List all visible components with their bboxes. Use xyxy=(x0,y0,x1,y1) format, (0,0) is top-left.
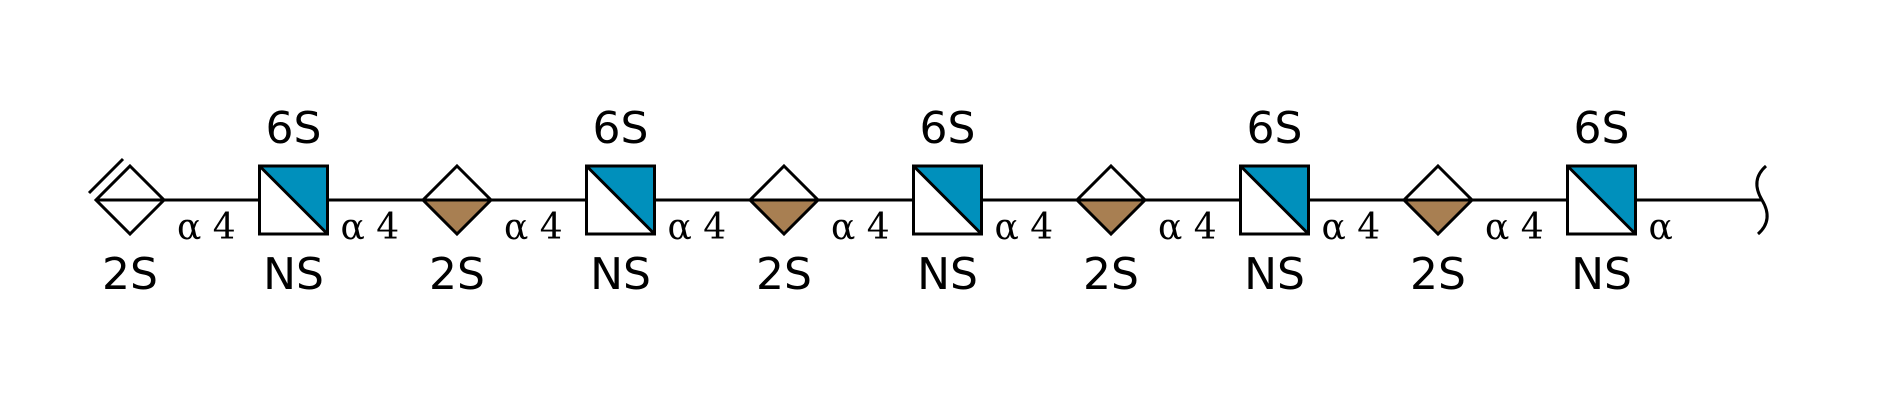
residue-labels: 2S 6S NS 2S 6S NS 2S 6S NS 2S 6S NS 2S 6S NS α 4 α 4 α 4 α… xyxy=(102,103,1673,300)
residue-top-label: 6S xyxy=(1247,103,1303,154)
residue-bottom-label: 2S xyxy=(1083,249,1139,300)
linkage-label: α 4 xyxy=(1322,207,1381,248)
linkage-label: α 4 xyxy=(177,207,236,248)
residue-bottom-label: NS xyxy=(1571,249,1632,300)
half-filled-square-icon xyxy=(585,164,656,236)
half-filled-square-icon xyxy=(912,164,983,236)
half-filled-diamond-icon xyxy=(1074,163,1148,237)
double-bar-diamond-icon xyxy=(87,157,167,237)
residue-bottom-label: NS xyxy=(590,249,651,300)
residue-bottom-label: 2S xyxy=(1410,249,1466,300)
linkage-label: α 4 xyxy=(668,207,727,248)
linkage-label: α xyxy=(1649,207,1673,248)
half-filled-square-icon xyxy=(1566,164,1637,236)
linkage-label: α 4 xyxy=(995,207,1054,248)
linkage-label: α 4 xyxy=(504,207,563,248)
half-filled-diamond-icon xyxy=(747,163,821,237)
reducing-end-bracket-icon xyxy=(1755,164,1769,236)
residue-top-label: 6S xyxy=(920,103,976,154)
half-filled-square-icon xyxy=(1239,164,1310,236)
residue-bottom-label: NS xyxy=(263,249,324,300)
linkage-label: α 4 xyxy=(1158,207,1217,248)
linkage-label: α 4 xyxy=(831,207,890,248)
residue-bottom-label: NS xyxy=(1244,249,1305,300)
linkage-label: α 4 xyxy=(1485,207,1544,248)
linkage-label: α 4 xyxy=(341,207,400,248)
residue-top-label: 6S xyxy=(1574,103,1630,154)
half-filled-diamond-icon xyxy=(420,163,494,237)
residue-bottom-label: 2S xyxy=(429,249,485,300)
residue-bottom-label: 2S xyxy=(102,249,158,300)
residue-bottom-label: 2S xyxy=(756,249,812,300)
residue-top-label: 6S xyxy=(266,103,322,154)
half-filled-diamond-icon xyxy=(1401,163,1475,237)
half-filled-square-icon xyxy=(258,164,329,236)
residue-shapes xyxy=(87,157,1769,237)
residue-bottom-label: NS xyxy=(917,249,978,300)
residue-top-label: 6S xyxy=(593,103,649,154)
